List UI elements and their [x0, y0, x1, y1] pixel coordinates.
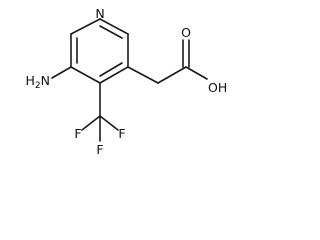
bond-c3-c4	[70, 66, 101, 84]
bond-c3-nh2	[51, 66, 72, 79]
fluorine-right-label: F	[118, 126, 125, 141]
bond-n-c6	[99, 18, 129, 35]
bond-ch2-cooh	[157, 66, 187, 84]
fluorine-left-label: F	[74, 126, 81, 141]
bond-c-oh	[185, 66, 208, 80]
carbonyl-oxygen-label: O	[181, 25, 191, 40]
amine-n: N	[41, 73, 50, 88]
molecule-svg: N O OH H2N F F F	[26, 6, 228, 157]
amine-subscript: 2	[35, 81, 41, 91]
ring-nitrogen-label: N	[95, 6, 104, 21]
bond-c4-c5	[99, 66, 129, 84]
bond-c5-ch2	[127, 66, 159, 84]
bond-cf3-f-left	[81, 115, 101, 131]
bond-c4-c5-inner	[99, 62, 123, 77]
pyridine-ring	[70, 18, 129, 84]
bond-cf3-f-right	[99, 115, 119, 131]
amine-h: H	[26, 73, 35, 88]
bond-n-c6-inner	[99, 25, 123, 39]
bond-n-c2	[70, 18, 101, 35]
fluorine-bottom-label: F	[96, 142, 103, 157]
hydroxyl-label: OH	[208, 80, 227, 95]
structure-diagram: N O OH H2N F F F	[26, 6, 228, 157]
amine-label: H2N	[26, 73, 51, 91]
